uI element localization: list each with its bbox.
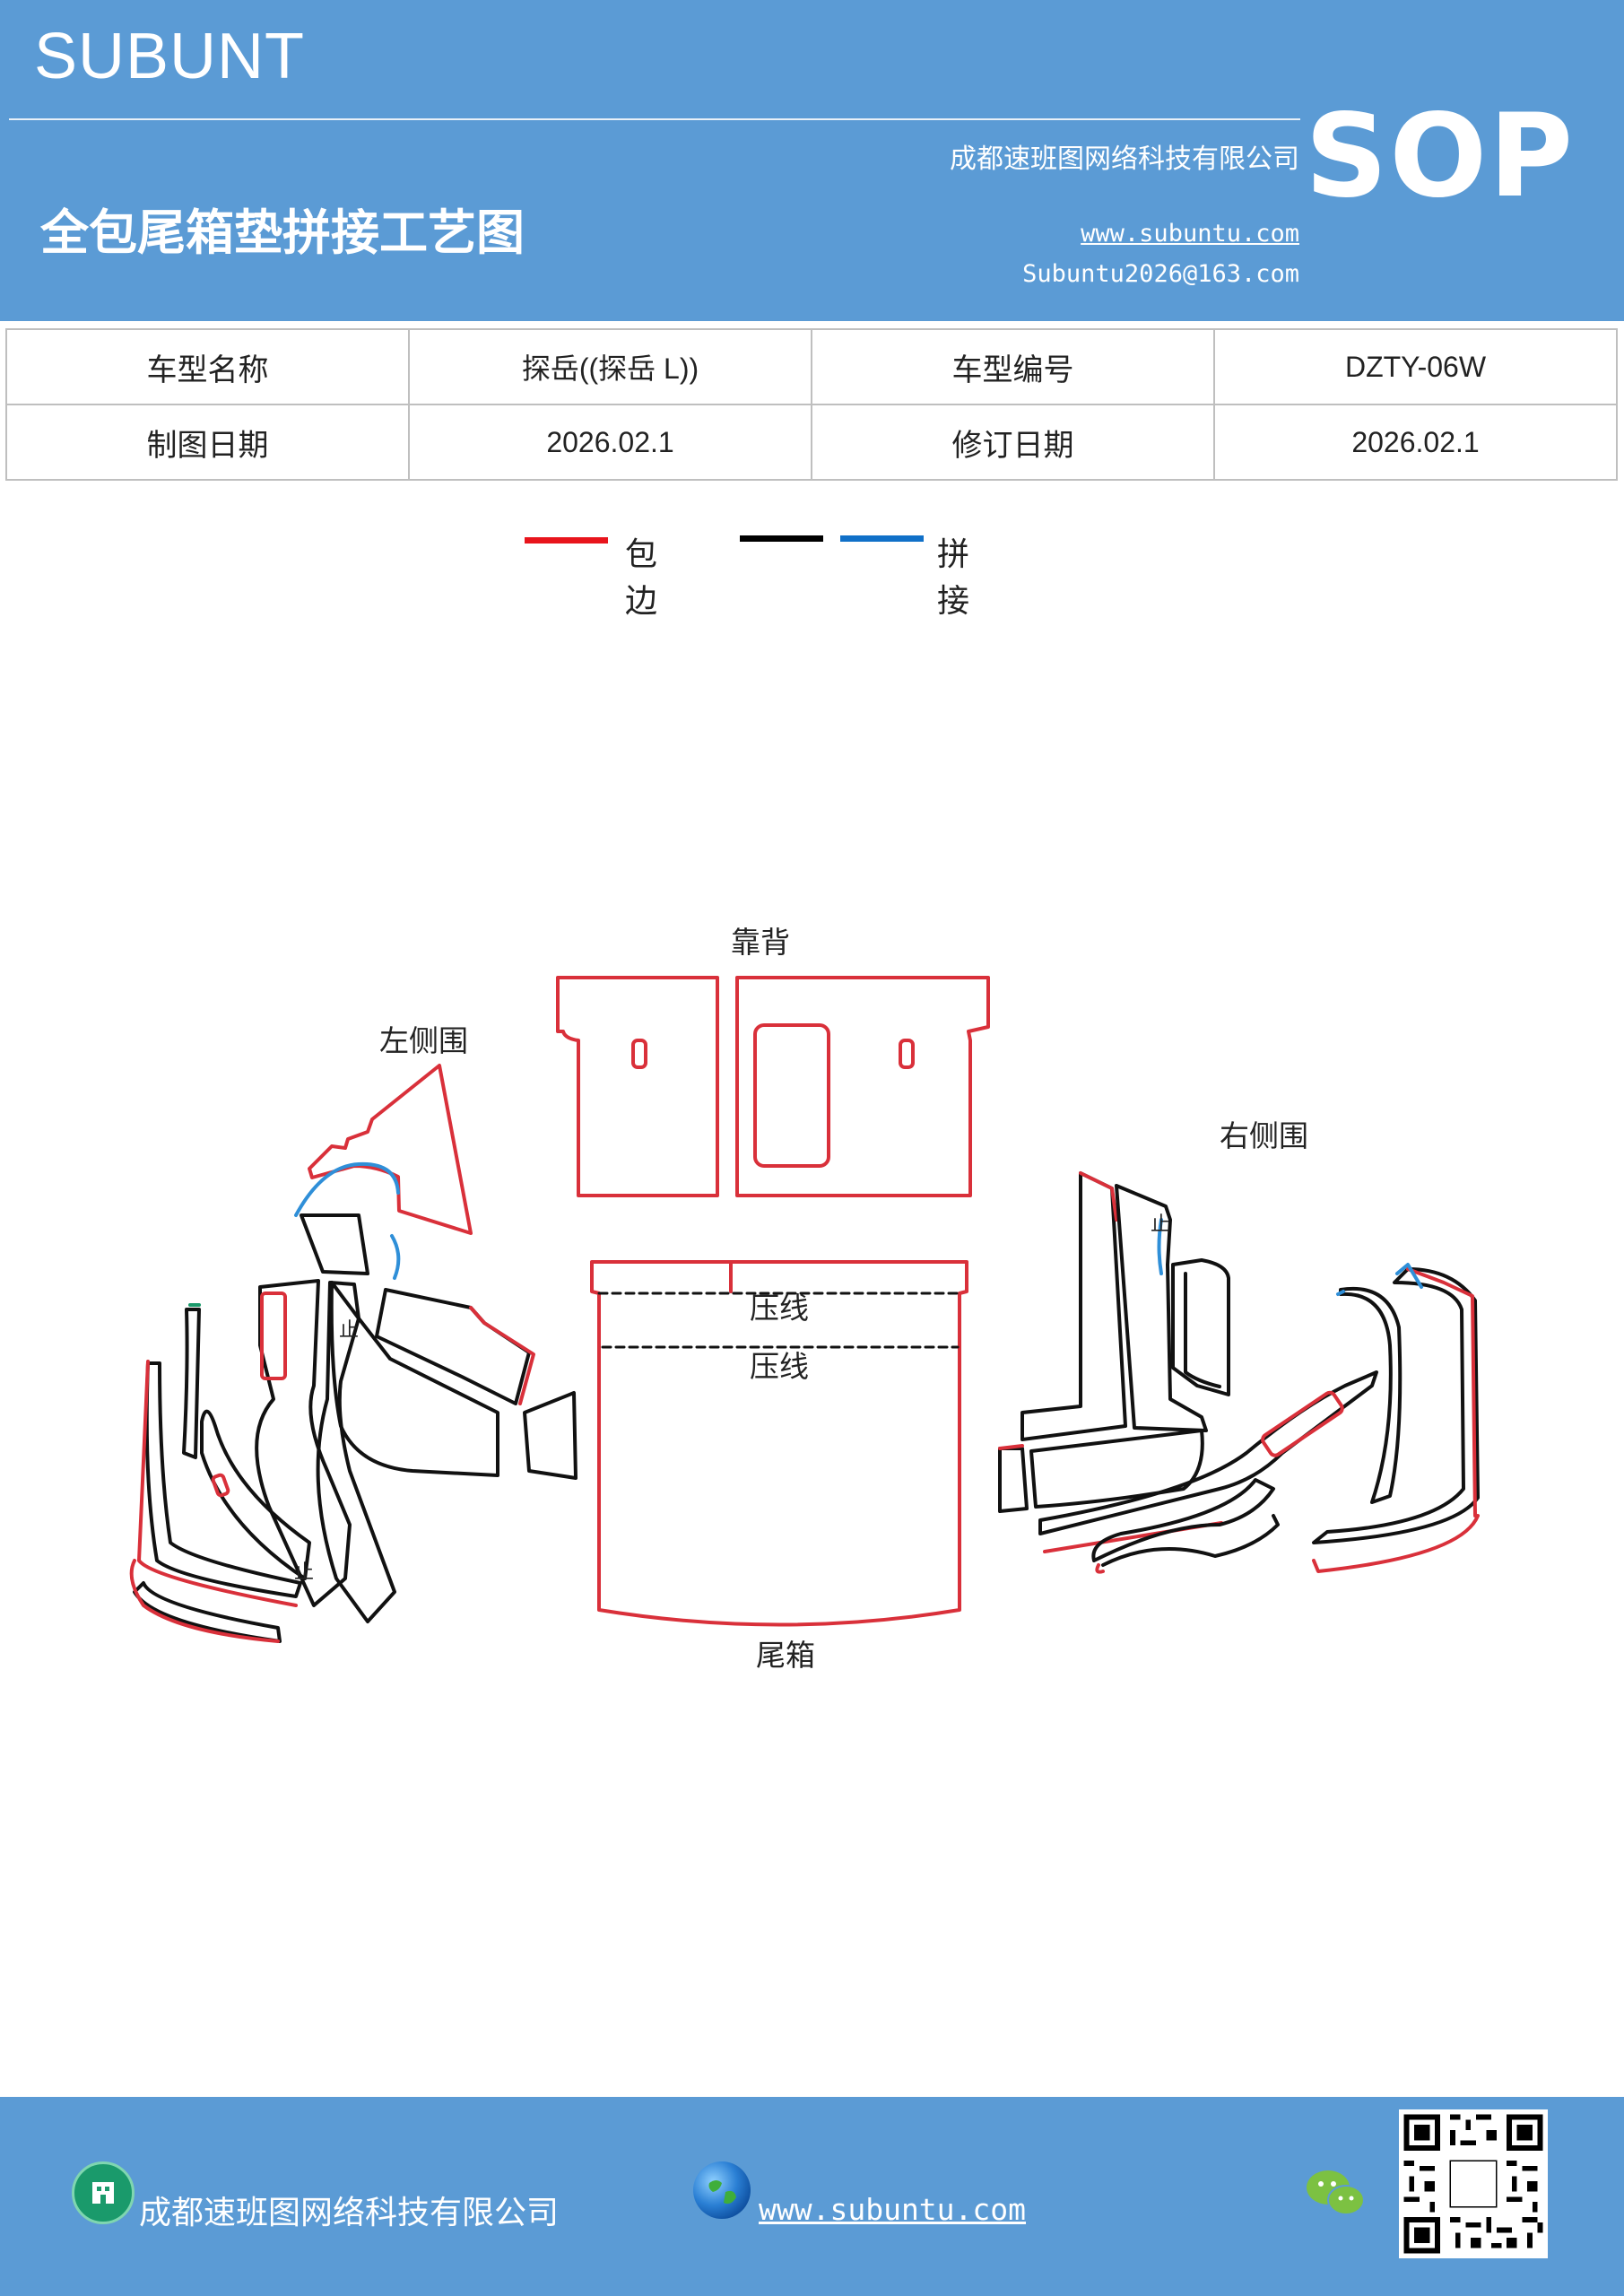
footer-website-link[interactable]: www.subuntu.com <box>759 2192 1027 2227</box>
press-line-2-label: 压线 <box>750 1349 809 1384</box>
document-title: 全包尾箱垫拼接工艺图 <box>40 204 525 261</box>
right-tall-red-edge <box>1079 1171 1118 1222</box>
left-arm-piece <box>200 1409 311 1580</box>
left-wedge-red-edge <box>469 1306 535 1405</box>
right-outer-splice <box>1395 1263 1423 1289</box>
left-side-panels <box>129 1064 578 1643</box>
legend-splice-swatch <box>840 535 924 542</box>
model-code-label: 车型编号 <box>811 328 1215 405</box>
table-row: 制图日期 2026.02.1 修订日期 2026.02.1 <box>5 404 1618 481</box>
diagram-labels: 靠背 左侧围 右侧围 压线 压线 尾箱 止 止 止 <box>294 925 1308 1673</box>
right-diag-slot <box>1261 1390 1344 1457</box>
left-upper-piece <box>300 1213 369 1275</box>
right-lower-wave <box>1101 1514 1280 1567</box>
legend-edge-swatch <box>525 537 608 544</box>
brand-name: SUBUNT <box>34 21 306 92</box>
right-small-block-red <box>998 1444 1024 1450</box>
left-side-label: 左侧围 <box>379 1023 468 1058</box>
right-mid-strip <box>1029 1429 1204 1509</box>
draw-date-value: 2026.02.1 <box>408 404 812 481</box>
right-small-block <box>998 1447 1029 1513</box>
left-mid-piece <box>255 1279 352 1607</box>
right-side-panels <box>998 1171 1480 1574</box>
left-small-splice <box>390 1234 401 1280</box>
backrest-window <box>753 1023 830 1168</box>
stop-mark-right: 止 <box>1151 1213 1170 1236</box>
backrest-left-panel <box>556 976 719 1197</box>
right-seat-piece <box>1171 1258 1230 1396</box>
right-splice-top <box>1157 1218 1163 1275</box>
right-side-label: 右侧围 <box>1220 1118 1308 1153</box>
stop-mark-left-2: 止 <box>294 1561 314 1584</box>
trunk-label: 尾箱 <box>756 1638 815 1673</box>
left-splice-arc <box>294 1161 400 1217</box>
company-name: 成都速班图网络科技有限公司 <box>950 144 1299 175</box>
building-icon <box>72 2161 135 2224</box>
right-seat-inner <box>1184 1272 1221 1388</box>
left-slot-red <box>260 1292 287 1380</box>
press-line-1-label: 压线 <box>750 1291 809 1326</box>
right-lower-diag <box>1091 1478 1275 1562</box>
sop-label: SOP <box>1305 90 1575 223</box>
left-tiny-slot <box>211 1473 230 1498</box>
left-small-block <box>523 1391 578 1480</box>
trunk-floor-panel <box>590 1260 968 1627</box>
right-arc-splice <box>1336 1290 1345 1296</box>
draw-date-label: 制图日期 <box>5 404 410 481</box>
right-arc-piece <box>1339 1286 1403 1504</box>
website-link[interactable]: www.subuntu.com <box>1081 220 1299 248</box>
trunk-floor <box>590 1260 968 1627</box>
backrest-panels <box>556 976 990 1197</box>
model-name-value: 探岳((探岳 L)) <box>408 328 812 405</box>
backrest-slot-left <box>631 1039 647 1069</box>
left-u-piece <box>144 1361 302 1598</box>
revision-date-value: 2026.02.1 <box>1213 404 1618 481</box>
left-bottom-strip-red <box>129 1559 280 1643</box>
backrest-right-panel <box>735 976 990 1197</box>
wechat-icon[interactable] <box>1305 2166 1368 2220</box>
email-address: Subuntu2026@163.com <box>1022 260 1299 288</box>
left-wedge-piece <box>375 1288 531 1405</box>
vehicle-info-table: 车型名称 探岳((探岳 L)) 车型编号 DZTY-06W 制图日期 2026.… <box>5 328 1618 481</box>
backrest-label: 靠背 <box>731 925 790 960</box>
legend-edge-label: 包边 <box>625 536 658 620</box>
left-bottom-block <box>329 1281 499 1477</box>
right-outer-red <box>1406 1267 1477 1518</box>
header-banner <box>0 0 1624 321</box>
left-outer-edge-red <box>137 1360 298 1607</box>
left-long-piece <box>316 1281 396 1623</box>
right-tall-panel <box>1020 1171 1127 1441</box>
model-name-label: 车型名称 <box>5 328 410 405</box>
legend-seam-swatch <box>740 535 823 542</box>
model-code-value: DZTY-06W <box>1213 328 1618 405</box>
left-triangle-panel <box>308 1064 473 1235</box>
revision-date-label: 修订日期 <box>811 404 1215 481</box>
stop-mark-left-1: 止 <box>339 1319 359 1342</box>
right-outer-piece <box>1312 1267 1480 1544</box>
left-outer-curve <box>182 1308 201 1459</box>
header-divider <box>9 118 1300 120</box>
backrest-slot-right <box>899 1039 915 1069</box>
qr-code[interactable] <box>1399 2109 1548 2258</box>
footer-company-name: 成都速班图网络科技有限公司 <box>139 2195 560 2231</box>
right-column <box>1115 1184 1208 1432</box>
legend-splice-label: 拼接 <box>937 536 970 620</box>
globe-icon <box>693 2161 751 2219</box>
right-lower-red <box>1095 1563 1105 1574</box>
table-row: 车型名称 探岳((探岳 L)) 车型编号 DZTY-06W <box>5 328 1618 405</box>
right-bottom-red <box>1312 1514 1480 1573</box>
